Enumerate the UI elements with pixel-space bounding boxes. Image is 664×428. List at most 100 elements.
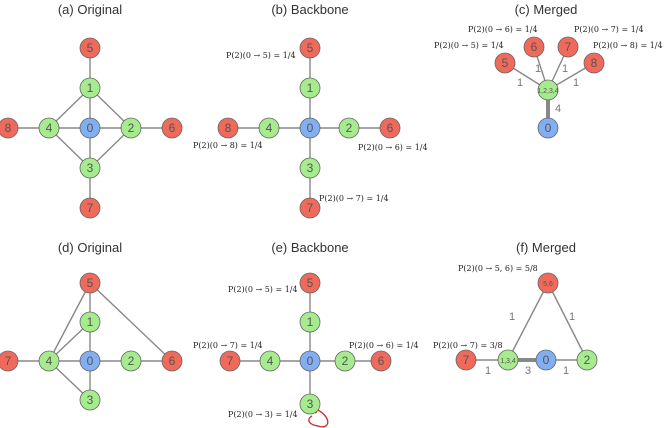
annotation-p7: P(2)(0 → 7) = 1/4 [574,25,644,34]
merged-node-56: 5,6 [537,272,559,294]
node-2: 2 [334,350,356,372]
node-4: 4 [38,350,60,372]
svg-text:1,3,4: 1,3,4 [500,358,516,365]
svg-text:7: 7 [227,354,234,368]
svg-text:7: 7 [463,353,470,367]
node-0: 0 [535,349,557,371]
svg-text:7: 7 [5,354,12,368]
svg-text:2: 2 [128,354,135,368]
svg-text:6: 6 [378,354,385,368]
node-8: 8 [217,117,239,139]
svg-text:0: 0 [87,121,94,135]
annotation-p7: P(2)(0 → 7) = 3/8 [433,341,503,350]
node-3: 3 [299,393,321,415]
node-8: 8 [583,52,605,74]
svg-text:8: 8 [5,121,12,135]
node-1: 1 [79,311,101,333]
svg-text:2: 2 [584,353,591,367]
svg-text:1: 1 [87,81,94,95]
svg-text:1,2,3,4: 1,2,3,4 [537,88,559,95]
node-6: 6 [161,350,183,372]
svg-text:0: 0 [545,121,552,135]
node-5: 5 [494,52,516,74]
svg-text:3: 3 [307,161,314,175]
edge-weight: 1 [573,77,579,89]
node-1: 1 [299,77,321,99]
merged-node-134: 1,3,4 [497,349,519,371]
annotation-p6: P(2)(0 → 6) = 1/4 [358,143,428,152]
panel-d-title: (d) Original [58,240,122,255]
svg-text:5,6: 5,6 [543,281,553,288]
edge [48,282,91,362]
svg-text:7: 7 [307,201,314,215]
annotation-p3: P(2)(0 → 3) = 1/4 [228,410,298,419]
svg-text:3: 3 [307,397,314,411]
edge-weight: 1 [569,311,575,323]
node-5: 5 [79,272,101,294]
self-loop-arrow [308,409,329,428]
node-0: 0 [299,350,321,372]
node-7: 7 [557,36,579,58]
node-6: 6 [370,350,392,372]
svg-text:2: 2 [128,121,135,135]
panel-b: (b) Backbone 5 1 8 4 0 2 6 3 7 P(2)(0 → … [193,2,428,219]
svg-text:1: 1 [307,81,314,95]
svg-text:0: 0 [543,353,550,367]
svg-text:7: 7 [87,201,94,215]
svg-text:7: 7 [565,40,572,54]
svg-text:6: 6 [169,121,176,135]
annotation-p5: P(2)(0 → 5) = 1/4 [228,285,298,294]
svg-text:6: 6 [387,121,394,135]
svg-text:5: 5 [307,276,314,290]
panel-e: (e) Backbone 5 1 7 4 0 2 6 3 P(2)(0 → 5)… [193,240,419,428]
annotation-p56: P(2)(0 → 5, 6) = 5/8 [458,264,538,273]
panel-a: (a) Original 5 1 8 4 0 2 6 3 7 [0,2,183,219]
panel-f-title: (f) Merged [516,240,576,255]
node-1: 1 [79,77,101,99]
panel-e-title: (e) Backbone [271,240,348,255]
svg-text:6: 6 [169,354,176,368]
svg-text:1: 1 [87,315,94,329]
node-0: 0 [537,117,559,139]
node-6: 6 [161,117,183,139]
annotation-p8: P(2)(0 → 8) = 1/4 [593,41,663,50]
annotation-p5: P(2)(0 → 5) = 1/4 [226,51,296,60]
svg-text:6: 6 [531,40,538,54]
node-4: 4 [38,117,60,139]
svg-text:5: 5 [87,276,94,290]
node-4: 4 [258,117,280,139]
edge-weight: 1 [562,63,568,75]
node-6: 6 [523,36,545,58]
edge [547,282,588,361]
node-7: 7 [0,350,19,372]
node-3: 3 [299,157,321,179]
node-7: 7 [219,350,241,372]
node-4: 4 [259,350,281,372]
annotation-p6: P(2)(0 → 6) = 1/4 [468,25,538,34]
annotation-p6: P(2)(0 → 6) = 1/4 [349,341,419,350]
panel-f: (f) Merged 1 1 1 3 1 5,6 7 1,3,4 0 2 P(2… [433,240,598,377]
svg-text:3: 3 [87,393,94,407]
svg-text:2: 2 [342,354,349,368]
merged-node-1234: 1,2,3,4 [537,79,559,101]
node-8: 8 [0,117,19,139]
node-2: 2 [576,349,598,371]
svg-text:8: 8 [591,56,598,70]
node-0: 0 [79,350,101,372]
node-5: 5 [299,37,321,59]
svg-text:2: 2 [346,121,353,135]
svg-text:4: 4 [46,354,53,368]
node-2: 2 [120,350,142,372]
node-3: 3 [79,157,101,179]
annotation-p7: P(2)(0 → 7) = 1/4 [319,194,389,203]
svg-text:3: 3 [87,161,94,175]
node-2: 2 [338,117,360,139]
edge-weight: 1 [535,63,541,75]
node-1: 1 [299,311,321,333]
svg-text:4: 4 [266,121,273,135]
node-7: 7 [455,349,477,371]
edge-weight: 1 [517,77,523,89]
edge-weight: 1 [509,311,515,323]
svg-text:0: 0 [87,354,94,368]
